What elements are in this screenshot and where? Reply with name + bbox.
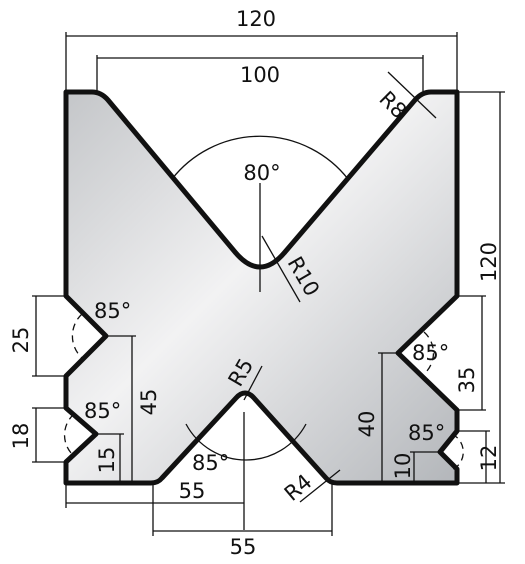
angle-arc-top: [171, 135, 349, 180]
angle-arc-left-lower: [63, 413, 75, 457]
angle-left-upper: 85°: [94, 299, 131, 323]
angle-arc-bottom: [185, 423, 307, 461]
leader-r5: [243, 365, 263, 401]
angle-arc-right-lower: [451, 433, 464, 471]
dim-bottom-55: 55: [230, 535, 257, 559]
dim-left-slot-18: 18: [9, 423, 33, 450]
angle-right-upper: 85°: [412, 341, 449, 365]
angle-arc-right-upper: [423, 331, 435, 375]
dim-left-slot-25: 25: [9, 327, 33, 354]
dim-overall-height: 120: [477, 242, 501, 282]
angle-bottom-v: 85°: [192, 451, 229, 475]
radius-bottom-corner: R4: [280, 469, 317, 505]
angle-arc-left-upper: [71, 313, 83, 359]
dim-overall-width: 120: [236, 7, 276, 31]
leader-r8: [387, 71, 437, 119]
dim-right-height-40: 40: [355, 411, 379, 438]
dim-right-height-10: 10: [391, 453, 415, 480]
angle-top-v: 80°: [243, 161, 280, 185]
dim-bottom-left-55: 55: [179, 479, 206, 503]
dim-left-height-15: 15: [95, 447, 119, 474]
angle-left-lower: 85°: [84, 399, 121, 423]
dim-right-slot-35: 35: [455, 367, 479, 394]
angle-right-lower: 85°: [408, 421, 445, 445]
leader-r10: [261, 235, 301, 303]
leader-r4: [299, 469, 341, 503]
dim-right-slot-12: 12: [477, 445, 501, 472]
die-profile: [63, 89, 460, 486]
dim-left-height-45: 45: [137, 389, 161, 416]
dim-top-opening: 100: [240, 63, 280, 87]
